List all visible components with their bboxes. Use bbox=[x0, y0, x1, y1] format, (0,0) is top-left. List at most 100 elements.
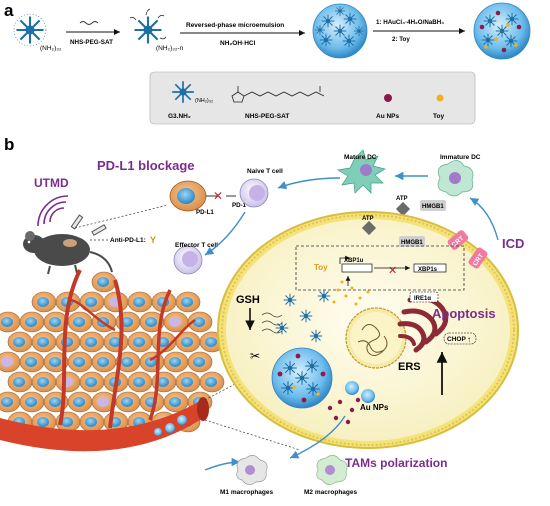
pdl1-blockage-title: PD-L1 blockage bbox=[97, 158, 195, 173]
immature-dc-icon bbox=[437, 160, 474, 197]
wavy-peg-icon bbox=[79, 21, 99, 25]
small-nanogels bbox=[345, 381, 375, 403]
xbp1-blocked-icon: ✕ bbox=[388, 265, 397, 277]
m1-label: M1 macrophages bbox=[220, 489, 273, 496]
ultrasound-wave-icon bbox=[37, 195, 69, 227]
tissue-cell-nucleus bbox=[1, 357, 13, 367]
tissue-cell-nucleus bbox=[25, 317, 37, 327]
naive-t-cell-icon bbox=[239, 178, 269, 208]
tissue-cell-nucleus bbox=[61, 417, 73, 427]
antibody-icon: Y bbox=[150, 235, 156, 245]
tissue-cell-nucleus bbox=[25, 397, 37, 407]
panel-b-label: b bbox=[4, 135, 14, 154]
tissue-cell-nucleus bbox=[85, 417, 97, 427]
legend-dendrimer-subscript: (NH₂)₃₂ bbox=[195, 98, 213, 104]
nucleus-icon bbox=[345, 307, 407, 369]
tissue-cell-nucleus bbox=[145, 357, 157, 367]
peg-dendrimer-subscript: (NH₂)₃₂-n bbox=[156, 45, 184, 52]
mature-dc-icon bbox=[337, 149, 386, 194]
blood-vessel bbox=[0, 269, 209, 452]
vessel-to-tams-arrow bbox=[204, 457, 241, 471]
mature-to-naive-arrow bbox=[277, 177, 341, 190]
chop-up-arrow: ↑ bbox=[467, 335, 471, 344]
au-nps-label: Au NPs bbox=[360, 403, 389, 412]
step1-label: NHS-PEG-SAT bbox=[70, 39, 113, 46]
toy-particles bbox=[332, 280, 370, 306]
pd-l1-label: PD-L1 bbox=[196, 209, 214, 216]
tissue-cell-nucleus bbox=[13, 377, 25, 387]
legend-peg-label: NHS-PEG-SAT bbox=[245, 113, 289, 120]
intracellular-nanogel-icon bbox=[271, 347, 333, 409]
tissue-cell-nucleus bbox=[169, 357, 181, 367]
tissue-cell-nucleus bbox=[109, 337, 121, 347]
tissue-cell-nucleus bbox=[97, 277, 109, 287]
tissue-cell-nucleus bbox=[181, 377, 193, 387]
tissue-cell-nucleus bbox=[97, 397, 109, 407]
tissue-cell-nucleus bbox=[121, 317, 133, 327]
naive-t-cell-label: Naive T cell bbox=[247, 168, 283, 175]
tissue-cell-nucleus bbox=[205, 337, 217, 347]
xbp1u-gene-icon bbox=[339, 255, 373, 273]
tissue-cell-nucleus bbox=[181, 337, 193, 347]
tissue-cell-nucleus bbox=[37, 417, 49, 427]
atp-top-diamond bbox=[395, 201, 411, 217]
tissue-cell-nucleus bbox=[73, 397, 85, 407]
atp-inner-label: ATP bbox=[362, 216, 374, 222]
tissue-cell-nucleus bbox=[85, 337, 97, 347]
toy-label: Toy bbox=[314, 263, 328, 272]
legend-au-label: Au NPs bbox=[376, 113, 400, 120]
tissue-cell-nucleus bbox=[145, 317, 157, 327]
m1-macrophage-icon bbox=[236, 455, 268, 485]
tissue-cell-nucleus bbox=[133, 297, 145, 307]
tumor-tissue bbox=[0, 271, 225, 433]
chop-box bbox=[443, 332, 477, 345]
xbp1u-label: XBP1u bbox=[344, 258, 364, 264]
dashed-link-1 bbox=[74, 204, 169, 229]
pd-1-label: PD-1 bbox=[232, 202, 247, 209]
step2-label-top: Reversed-phase microemulsion bbox=[186, 22, 284, 29]
xbp1s-label: XBP1s bbox=[418, 267, 438, 273]
legend-peg-structure-icon bbox=[231, 86, 325, 103]
step2-label-bottom: NH₂OH·HCl bbox=[220, 40, 256, 47]
atp-inner-diamond bbox=[361, 220, 377, 236]
legend-toy-label: Toy bbox=[433, 113, 444, 120]
tumor-cell-pdl1-icon bbox=[169, 180, 218, 212]
tissue-cell-nucleus bbox=[13, 337, 25, 347]
scissors-icon: ✂ bbox=[250, 349, 260, 363]
tissue-cell-nucleus bbox=[169, 397, 181, 407]
tissue-cell-nucleus bbox=[205, 377, 217, 387]
tissue-cell-nucleus bbox=[1, 397, 13, 407]
tissue-cell-nucleus bbox=[1, 317, 13, 327]
nanogel-icon bbox=[312, 3, 368, 59]
utmd-label: UTMD bbox=[34, 176, 69, 190]
tissue-cell-nucleus bbox=[121, 357, 133, 367]
effector-t-cell-label: Effector T cell bbox=[175, 242, 218, 249]
xbp1-splicing-box bbox=[295, 245, 465, 291]
mature-dc-label: Mature DC bbox=[344, 154, 377, 161]
vessel-nanogel-1 bbox=[165, 423, 175, 433]
icd-label: ICD bbox=[502, 236, 524, 251]
tissue-cell-nucleus bbox=[133, 377, 145, 387]
tissue-cell-nucleus bbox=[169, 317, 181, 327]
legend-au-icon bbox=[384, 94, 392, 102]
legend-g3-label: G3.NH₂ bbox=[168, 113, 191, 120]
dendrimer-subscript: (NH₂)₃₂ bbox=[40, 45, 62, 52]
ers-label: ERS bbox=[398, 361, 421, 373]
syringe-icon bbox=[70, 214, 107, 236]
panel-a-label: a bbox=[4, 1, 14, 20]
tissue-cell-nucleus bbox=[157, 377, 169, 387]
tissue-cell-nucleus bbox=[49, 357, 61, 367]
chop-label: CHOP bbox=[447, 336, 466, 343]
tissue-cell-nucleus bbox=[181, 297, 193, 307]
zoom-dashed-line-2 bbox=[204, 419, 301, 451]
anti-pdl1-label: Anti-PD-L1: bbox=[110, 237, 146, 244]
vessel-nanogel-3 bbox=[154, 428, 162, 436]
m2-label: M2 macrophages bbox=[304, 489, 357, 496]
hmgb1-inner-label: HMGB1 bbox=[401, 240, 423, 246]
tissue-cell-nucleus bbox=[49, 317, 61, 327]
step3-label-bottom: 2: Toy bbox=[392, 36, 410, 43]
hmgb1-inner-tag bbox=[399, 236, 425, 247]
au-nps-cluster bbox=[327, 397, 361, 425]
xbp1s-gene-icon bbox=[413, 263, 447, 273]
